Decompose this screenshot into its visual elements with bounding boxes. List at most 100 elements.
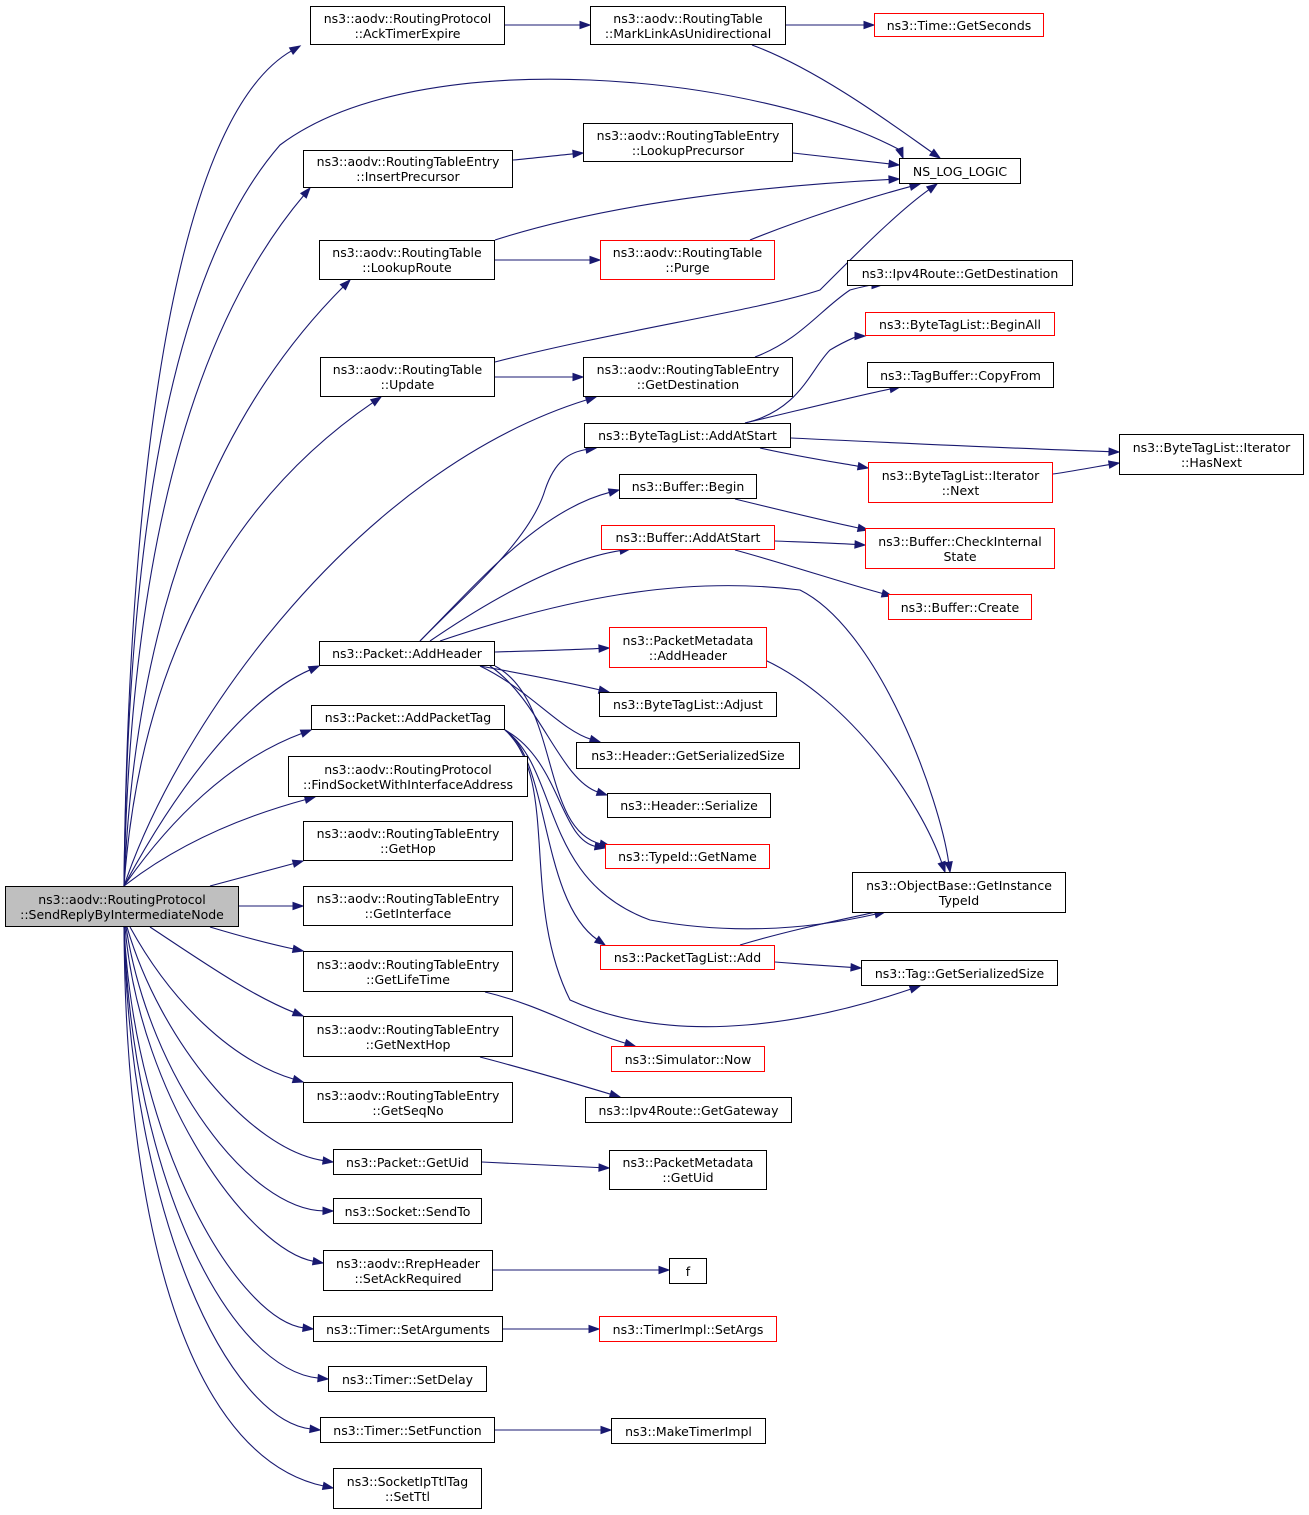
node-label-line: ns3::aodv::RoutingTableEntry: [316, 154, 500, 169]
node-setAckReq[interactable]: ns3::aodv::RrepHeader::SetAckRequired: [323, 1250, 493, 1291]
node-label-line: ::Update: [380, 377, 435, 392]
node-ptlAdd[interactable]: ns3::PacketTagList::Add: [600, 945, 775, 970]
arrowhead-icon: [1107, 460, 1121, 469]
node-lookupRoute[interactable]: ns3::aodv::RoutingTable::LookupRoute: [319, 240, 495, 280]
node-implSetArgs[interactable]: ns3::TimerImpl::SetArgs: [599, 1316, 777, 1342]
node-findSocket[interactable]: ns3::aodv::RoutingProtocol::FindSocketWi…: [288, 756, 528, 797]
node-pmGetUid[interactable]: ns3::PacketMetadata::GetUid: [609, 1150, 767, 1190]
node-setFunction[interactable]: ns3::Timer::SetFunction: [320, 1417, 495, 1443]
node-label-line: ::Purge: [665, 260, 710, 275]
node-label-line: ns3::Time::GetSeconds: [886, 17, 1032, 33]
node-setTtl[interactable]: ns3::SocketIpTtlTag::SetTtl: [333, 1468, 482, 1509]
arrowhead-icon: [888, 175, 901, 184]
arrowhead-icon: [307, 665, 321, 675]
arrowhead-icon: [944, 861, 953, 874]
node-insertPrec[interactable]: ns3::aodv::RoutingTableEntry::InsertPrec…: [303, 150, 513, 188]
node-hasNext[interactable]: ns3::ByteTagList::Iterator::HasNext: [1119, 434, 1304, 475]
arrowhead-icon: [572, 372, 585, 382]
arrowhead-icon: [863, 20, 876, 30]
node-label-line: ns3::ByteTagList::Iterator: [1132, 439, 1291, 455]
node-label-line: ns3::aodv::RoutingTableEntry: [596, 362, 780, 377]
node-copyFrom[interactable]: ns3::TagBuffer::CopyFrom: [867, 362, 1054, 388]
node-getLifeTime[interactable]: ns3::aodv::RoutingTableEntry::GetLifeTim…: [303, 951, 513, 992]
node-f[interactable]: f: [669, 1258, 707, 1284]
node-rteGetDest[interactable]: ns3::aodv::RoutingTableEntry::GetDestina…: [583, 357, 793, 397]
call-edge-root-to-addPacketTag: [123, 732, 303, 887]
node-purge[interactable]: ns3::aodv::RoutingTable::Purge: [600, 240, 775, 280]
node-label-line: ns3::aodv::RoutingTableEntry: [316, 1021, 500, 1037]
node-label-line: ns3::aodv::RoutingTableEntry: [316, 826, 500, 841]
arrowhead-icon: [588, 1324, 601, 1334]
node-getSeqNo[interactable]: ns3::aodv::RoutingTableEntry::GetSeqNo: [303, 1082, 513, 1123]
call-edge-bufAddAtStart-to-checkInternal: [774, 540, 857, 546]
node-getInterface[interactable]: ns3::aodv::RoutingTableEntry::GetInterfa…: [303, 886, 513, 926]
arrowhead-icon: [291, 1008, 305, 1017]
arrowhead-icon: [322, 1206, 335, 1216]
node-pktAddHeader[interactable]: ns3::Packet::AddHeader: [319, 641, 495, 666]
node-getSeconds[interactable]: ns3::Time::GetSeconds: [874, 13, 1044, 37]
node-label-line: ns3::PacketTagList::Add: [613, 950, 762, 965]
node-label-line: ns3::Tag::GetSerializedSize: [874, 965, 1045, 981]
node-label-line: ns3::aodv::RoutingTableEntry: [596, 127, 780, 143]
node-addPacketTag[interactable]: ns3::Packet::AddPacketTag: [311, 705, 505, 730]
node-pktGetUid[interactable]: ns3::Packet::GetUid: [333, 1149, 482, 1175]
arrowhead-icon: [856, 461, 870, 471]
node-pmAddHeader[interactable]: ns3::PacketMetadata::AddHeader: [609, 627, 767, 668]
node-label-line: ::GetSeqNo: [372, 1102, 444, 1118]
node-getNextHop[interactable]: ns3::aodv::RoutingTableEntry::GetNextHop: [303, 1016, 513, 1057]
node-setDelay[interactable]: ns3::Timer::SetDelay: [328, 1366, 487, 1392]
node-nsLog[interactable]: NS_LOG_LOGIC: [899, 158, 1021, 184]
node-label-line: ns3::TypeId::GetName: [618, 849, 757, 864]
node-tagSerSize[interactable]: ns3::Tag::GetSerializedSize: [861, 960, 1058, 986]
node-bufAddAtStart[interactable]: ns3::Buffer::AddAtStart: [601, 525, 775, 550]
node-iterNext[interactable]: ns3::ByteTagList::Iterator::Next: [868, 462, 1053, 503]
node-label-line: ::Next: [941, 482, 980, 498]
node-label-line: ns3::Ipv4Route::GetGateway: [598, 1102, 779, 1118]
node-simNow[interactable]: ns3::Simulator::Now: [611, 1046, 765, 1072]
arrowhead-icon: [598, 644, 611, 653]
node-label-line: ::InsertPrecursor: [356, 169, 460, 184]
call-edge-root-to-setFunction: [123, 926, 312, 1430]
node-getName[interactable]: ns3::TypeId::GetName: [605, 844, 770, 869]
node-lookupPrec[interactable]: ns3::aodv::RoutingTableEntry::LookupPrec…: [583, 123, 793, 162]
node-addAtStartTag[interactable]: ns3::ByteTagList::AddAtStart: [584, 423, 791, 448]
node-hdrSerSize[interactable]: ns3::Header::GetSerializedSize: [576, 742, 800, 769]
node-label-line: ns3::aodv::RoutingProtocol: [323, 10, 492, 26]
call-edge-lookupRoute-to-nsLog: [494, 178, 891, 241]
call-edge-pmAddHeader-to-getInstTypeId: [764, 659, 943, 864]
arrowhead-icon: [593, 841, 607, 851]
arrowhead-icon: [658, 1265, 671, 1275]
node-bufBegin[interactable]: ns3::Buffer::Begin: [619, 474, 757, 499]
node-ipv4Dest[interactable]: ns3::Ipv4Route::GetDestination: [847, 260, 1073, 286]
arrowhead-icon: [607, 488, 621, 497]
call-edge-bufAddAtStart-to-bufCreate: [734, 549, 884, 595]
node-markLink[interactable]: ns3::aodv::RoutingTable::MarkLinkAsUnidi…: [590, 6, 786, 45]
call-edge-purge-to-nsLog: [749, 185, 912, 241]
node-update[interactable]: ns3::aodv::RoutingTable::Update: [320, 357, 495, 397]
node-ackTimer[interactable]: ns3::aodv::RoutingProtocol::AckTimerExpi…: [310, 6, 505, 45]
node-adjust[interactable]: ns3::ByteTagList::Adjust: [599, 692, 777, 717]
node-label-line: ns3::aodv::RoutingTable: [332, 362, 483, 377]
call-edge-root-to-findSocket: [123, 798, 307, 887]
call-edge-root-to-nsLog: [123, 78, 901, 887]
arrowhead-icon: [593, 935, 607, 946]
call-edge-root-to-update: [123, 401, 374, 887]
node-getHop[interactable]: ns3::aodv::RoutingTableEntry::GetHop: [303, 821, 513, 861]
call-edge-root-to-pktGetUid: [126, 926, 325, 1162]
node-label-line: ns3::aodv::RoutingTable: [332, 245, 482, 260]
node-bufCreate[interactable]: ns3::Buffer::Create: [888, 594, 1032, 620]
node-setArgs[interactable]: ns3::Timer::SetArguments: [313, 1316, 503, 1342]
node-beginAll[interactable]: ns3::ByteTagList::BeginAll: [865, 312, 1055, 336]
node-label-line: ns3::Packet::AddPacketTag: [324, 710, 492, 725]
call-edge-pktAddHeader-to-getName: [494, 665, 602, 845]
arrowhead-icon: [937, 860, 946, 874]
node-label-line: ns3::aodv::RoutingTableEntry: [316, 891, 500, 906]
node-sendTo[interactable]: ns3::Socket::SendTo: [333, 1198, 482, 1224]
node-ipv4Gw[interactable]: ns3::Ipv4Route::GetGateway: [585, 1097, 792, 1123]
arrowhead-icon: [288, 45, 302, 55]
node-hdrSerialize[interactable]: ns3::Header::Serialize: [607, 793, 771, 818]
node-makeTimer[interactable]: ns3::MakeTimerImpl: [611, 1418, 766, 1444]
